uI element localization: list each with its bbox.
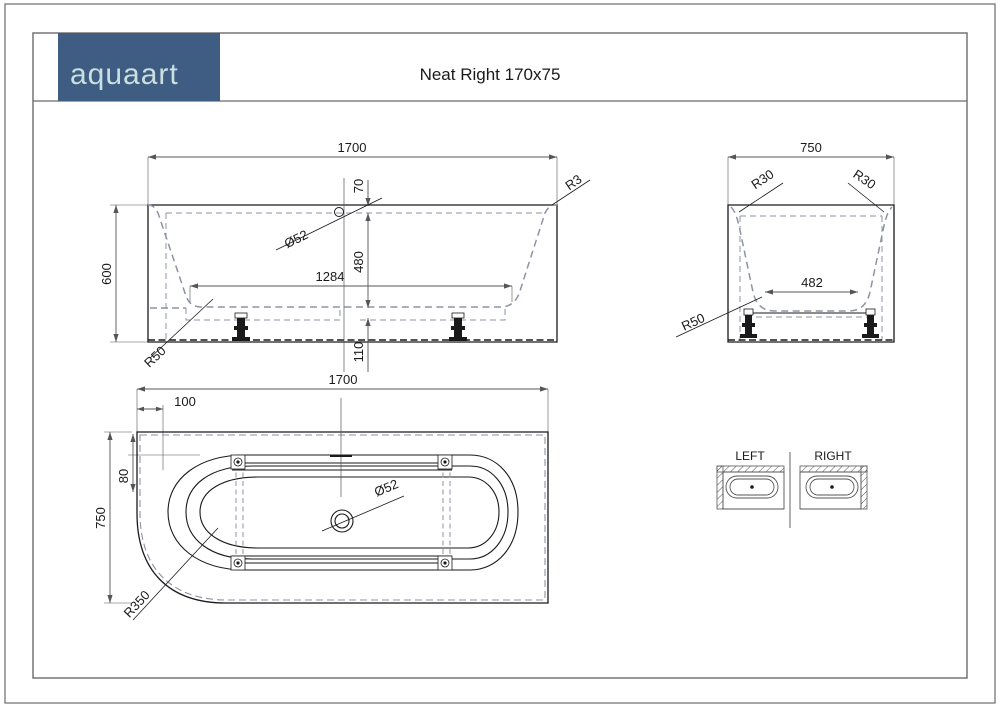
rim-outer-oval: [167, 454, 519, 571]
dim-plan-width: 750: [93, 507, 108, 529]
tray-hidden-right: [360, 308, 506, 321]
arrow-down: [113, 334, 119, 342]
dim-base-length: 1284: [316, 269, 345, 284]
arrow-up: [107, 432, 113, 440]
outer-frame: [4, 3, 996, 704]
drawing-title: Neat Right 170x75: [420, 65, 561, 84]
foot-assembly: [862, 308, 879, 338]
wall-right-hatch: [860, 465, 868, 510]
orientation-right-label: RIGHT: [814, 449, 852, 463]
drain-leader-line: [275, 197, 383, 251]
drain-dot: [750, 485, 754, 489]
basin-hidden-profile: [147, 204, 558, 308]
tub-basin: [809, 478, 855, 496]
wall-left-hatch: [716, 465, 724, 510]
dim-front-width: 1700: [338, 140, 367, 155]
foot-assembly: [232, 312, 250, 341]
orientation-left-label: LEFT: [735, 449, 765, 463]
r50-side-leader-line: [675, 296, 763, 338]
tub-outer-profile: [147, 204, 558, 343]
drain-outer-circle: [330, 509, 354, 533]
tray-hidden-left: [185, 308, 341, 321]
tub-outline: [799, 471, 862, 510]
dim-inner-depth: 480: [351, 251, 366, 273]
side-outer-profile: [727, 204, 895, 343]
plan-drain-leader-line: [321, 495, 405, 532]
basin-oval: [199, 476, 500, 549]
plan-view: 1700 100 750 80: [93, 372, 549, 621]
inner-frame: [32, 32, 968, 679]
arrow-left: [137, 386, 145, 392]
dim-front-height: 600: [99, 263, 114, 285]
arrow-up: [113, 205, 119, 213]
orientation-legend: LEFT RIGHT: [716, 449, 868, 528]
r50-leader-line: [149, 298, 214, 359]
arrow-left: [137, 406, 144, 412]
arrow-right: [549, 154, 557, 160]
arrow-up: [130, 434, 136, 442]
dim-rim-offset: 70: [351, 179, 366, 193]
rim-inner-oval: [185, 465, 509, 560]
arrow-right: [850, 289, 858, 295]
dim-rim-width: 80: [116, 469, 131, 483]
drain-circle: [334, 207, 344, 217]
arrow-left: [728, 154, 736, 160]
orientation-left[interactable]: LEFT: [716, 449, 785, 510]
arrow-right: [886, 154, 894, 160]
arrow-up: [365, 213, 371, 221]
arrow-right: [540, 386, 548, 392]
arrow-down: [365, 300, 371, 308]
r30-right-leader-line: [847, 182, 885, 213]
r30-left-leader-line: [738, 182, 784, 213]
arrow-down: [130, 484, 136, 492]
dim-foot-height: 110: [351, 342, 366, 363]
logo-text: aquaart: [70, 58, 179, 91]
arrow-down: [107, 595, 113, 603]
arrow-down: [365, 198, 371, 206]
foot-assembly: [740, 308, 757, 338]
plan-envelope-hidden: [139, 434, 546, 601]
r350-leader-line: [132, 527, 219, 621]
tub-rim: [725, 475, 779, 499]
drain-inner-circle: [334, 513, 350, 529]
arrow-left: [148, 154, 156, 160]
tub-basin: [729, 478, 775, 496]
plan-foot-pad: [230, 555, 246, 571]
foot-assembly: [449, 312, 467, 341]
arrow-right: [156, 406, 163, 412]
wall-top-hatch: [799, 465, 868, 473]
plan-outer-profile: [136, 431, 549, 604]
drain-dot: [830, 485, 834, 489]
arrow-left: [765, 289, 773, 295]
arrow-right: [504, 283, 512, 289]
logo-block: [58, 33, 220, 101]
dim-plan-length: 1700: [329, 372, 358, 387]
plan-foot-pad: [437, 454, 453, 470]
dim-side-width: 750: [800, 140, 822, 155]
orientation-right[interactable]: RIGHT: [799, 449, 868, 510]
wall-top-hatch: [716, 465, 785, 473]
plan-foot-pad: [437, 555, 453, 571]
tub-rim: [805, 475, 859, 499]
front-elevation-view: 1700 600 1284 480: [99, 140, 591, 372]
plan-foot-pad: [230, 454, 246, 470]
dim-base-width: 482: [801, 275, 823, 290]
r3-leader-line: [551, 179, 591, 206]
dim-edge-offset: 100: [174, 394, 196, 409]
arrow-up: [365, 318, 371, 326]
tub-outline: [722, 471, 785, 510]
arrow-left: [190, 283, 198, 289]
